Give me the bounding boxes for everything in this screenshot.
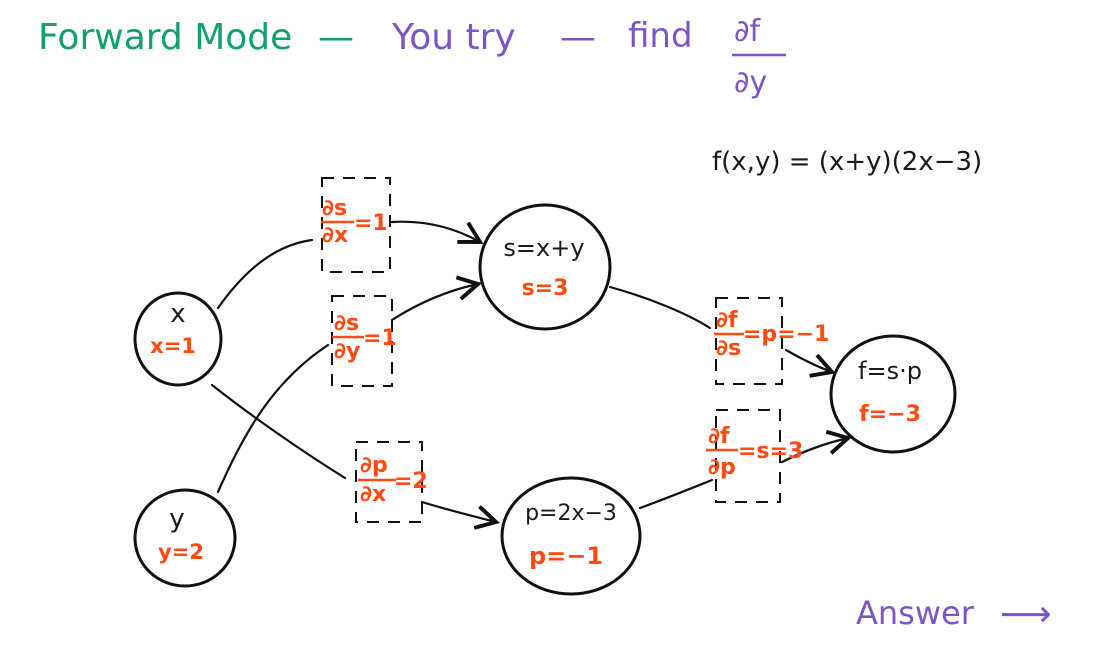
label-df-dp: ∂f ∂p =s=3: [706, 424, 803, 480]
node-y-circle: [133, 488, 237, 588]
header: Forward Mode — You try — find ∂f ∂y: [38, 14, 786, 100]
edge-p-to-df-dp: [638, 478, 714, 510]
ds-dy-numerator: ∂s: [334, 311, 359, 336]
header-partial-denominator: ∂y: [734, 65, 767, 100]
header-find: find: [628, 16, 693, 56]
node-y-label: y: [169, 504, 184, 534]
node-x: x x=1: [133, 291, 223, 387]
node-y-value: y=2: [158, 540, 204, 564]
header-partial-numerator: ∂f: [734, 14, 762, 49]
node-f-label: f=s·p: [858, 357, 922, 385]
node-f-circle: [829, 334, 957, 454]
node-s: s=x+y s=3: [478, 203, 612, 331]
box-ds-dy: [331, 295, 393, 387]
dp-dx-denominator: ∂x: [360, 482, 386, 507]
df-dp-value: =s=3: [738, 439, 803, 464]
header-dash-1: —: [318, 17, 354, 58]
ds-dy-denominator: ∂y: [334, 339, 360, 364]
function-formula: f(x,y) = (x+y)(2x−3): [712, 147, 982, 177]
header-you-try: You try: [391, 17, 516, 58]
ds-dx-numerator: ∂s: [322, 196, 347, 221]
node-p-value: p=−1: [529, 542, 603, 570]
box-df-dp: [715, 409, 781, 503]
dp-dx-value: =2: [394, 469, 428, 494]
node-x-label: x: [170, 299, 185, 329]
answer-arrow-icon[interactable]: ⟶: [1000, 594, 1052, 635]
node-s-circle: [478, 203, 612, 331]
node-x-value: x=1: [150, 334, 196, 358]
edge-df-ds-to-f: [784, 348, 836, 378]
edge-s-to-df-ds: [608, 285, 712, 330]
edge-x-to-dp-dx: [210, 383, 347, 480]
box-df-ds: [715, 297, 783, 385]
header-forward-mode: Forward Mode: [38, 17, 292, 58]
edge-y-to-ds-dy: [216, 343, 330, 494]
node-y: y y=2: [133, 488, 237, 588]
box-ds-dx: [321, 177, 391, 273]
label-ds-dx: ∂s ∂x =1: [321, 196, 388, 248]
edge-ds-dy-to-s: [390, 275, 482, 322]
node-p-circle: [500, 476, 642, 596]
node-f-value: f=−3: [859, 402, 921, 427]
edge-dp-dx-to-p: [420, 500, 500, 530]
label-ds-dy: ∂s ∂y =1: [332, 311, 397, 364]
ds-dx-denominator: ∂x: [322, 223, 348, 248]
node-s-value: s=3: [522, 276, 569, 301]
answer-label[interactable]: Answer: [856, 594, 975, 632]
node-p: p=2x−3 p=−1: [500, 476, 642, 596]
df-ds-value: =p=−1: [743, 322, 829, 347]
box-dp-dx: [355, 441, 423, 523]
node-p-label: p=2x−3: [525, 501, 617, 526]
df-ds-denominator: ∂s: [716, 336, 741, 361]
ds-dy-value: =1: [363, 326, 397, 351]
df-dp-denominator: ∂p: [708, 455, 736, 480]
edge-x-to-ds-dx: [216, 238, 314, 310]
edge-ds-dx-to-s: [390, 220, 484, 244]
node-s-label: s=x+y: [503, 234, 584, 262]
label-df-ds: ∂f ∂s =p=−1: [714, 308, 829, 361]
node-f: f=s·p f=−3: [829, 334, 957, 454]
ds-dx-value: =1: [354, 211, 388, 236]
header-dash-2: —: [560, 17, 596, 58]
graph-edges: [210, 220, 852, 530]
answer-link[interactable]: Answer ⟶: [856, 594, 1052, 635]
df-ds-numerator: ∂f: [716, 308, 738, 333]
edge-df-dp-to-f: [780, 429, 852, 464]
label-dp-dx: ∂p ∂x =2: [358, 453, 428, 507]
dp-dx-numerator: ∂p: [360, 453, 388, 478]
df-dp-numerator: ∂f: [708, 424, 730, 449]
node-x-circle: [133, 291, 223, 387]
derivative-boxes: [321, 177, 783, 523]
